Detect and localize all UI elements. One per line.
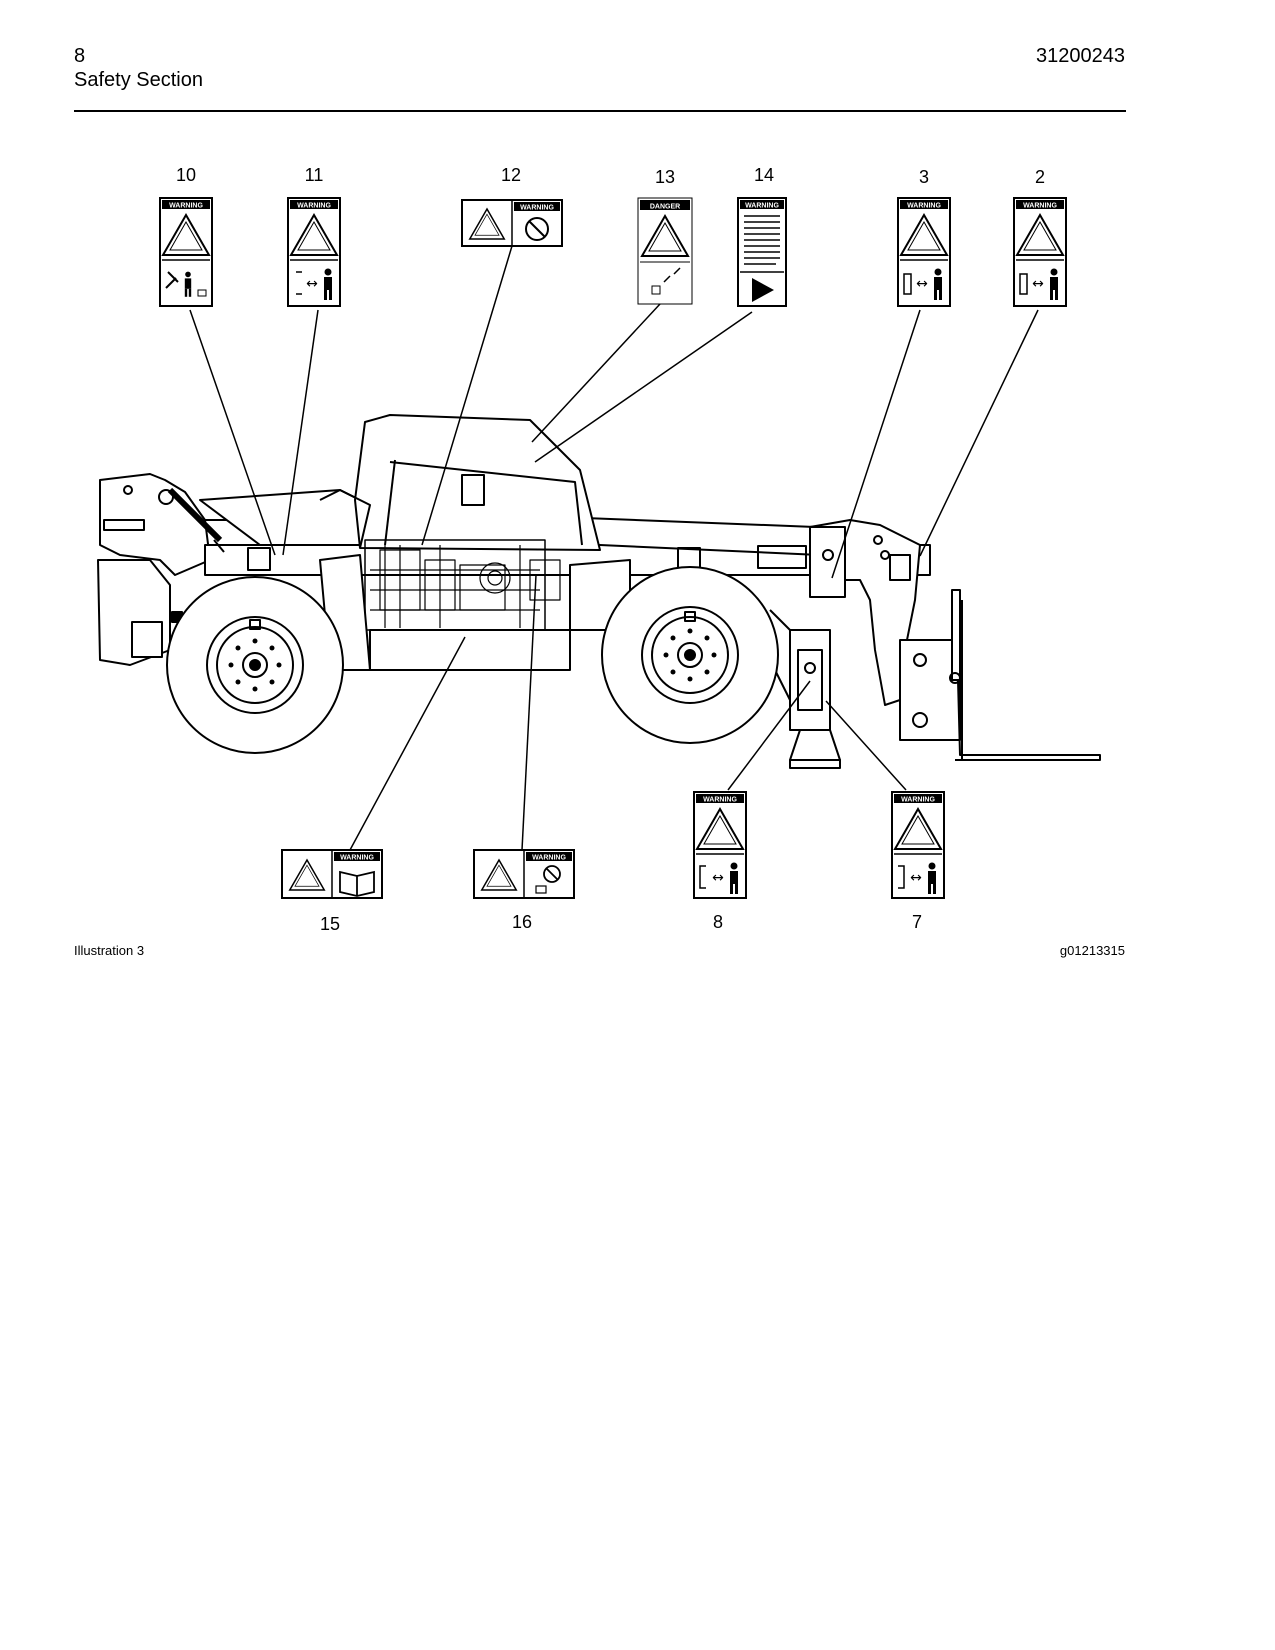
decal-8: WARNING ↔ bbox=[693, 791, 747, 899]
callout-3: 3 bbox=[919, 167, 929, 187]
graphic-id: g01213315 bbox=[1059, 943, 1125, 958]
illustration-caption: Illustration 3 bbox=[74, 943, 145, 958]
callout-numbers: 10 11 12 13 14 3 2 15 16 8 7 bbox=[176, 165, 1045, 934]
svg-text:WARNING: WARNING bbox=[340, 855, 374, 862]
arrow-icon: ↔ bbox=[712, 870, 724, 886]
decal-14: WARNING bbox=[737, 197, 787, 307]
svg-text:WARNING: WARNING bbox=[1023, 203, 1057, 210]
svg-text:WARNING: WARNING bbox=[297, 203, 331, 210]
leader-lines bbox=[189, 245, 1039, 851]
callout-15: 15 bbox=[320, 914, 340, 934]
no-open-icon bbox=[525, 217, 549, 241]
decal-2: WARNING ↔ bbox=[1013, 197, 1067, 307]
svg-text:WARNING: WARNING bbox=[745, 203, 779, 210]
arrow-icon: ↔ bbox=[306, 276, 318, 292]
decal-13: DANGER bbox=[637, 197, 693, 305]
callout-7: 7 bbox=[912, 912, 922, 932]
no-flame-icon bbox=[543, 865, 561, 883]
arrow-icon: ↔ bbox=[916, 276, 928, 292]
decal-15: WARNING bbox=[281, 849, 383, 899]
machine-illustration: 10 11 12 13 14 3 2 15 16 8 7 WARNING WAR… bbox=[97, 165, 1101, 934]
decal-11: WARNING ↔ bbox=[287, 197, 341, 307]
decal-3: WARNING ↔ bbox=[897, 197, 951, 307]
svg-text:WARNING: WARNING bbox=[532, 855, 566, 862]
manual-icon bbox=[535, 885, 547, 894]
decal-16: WARNING bbox=[473, 849, 575, 899]
callout-13: 13 bbox=[655, 167, 675, 187]
svg-text:WARNING: WARNING bbox=[703, 797, 737, 804]
callout-14: 14 bbox=[754, 165, 774, 185]
decal-12: WARNING bbox=[461, 199, 563, 247]
arrow-icon: ↔ bbox=[910, 870, 922, 886]
telehandler-drawing bbox=[97, 414, 1101, 769]
svg-text:WARNING: WARNING bbox=[907, 203, 941, 210]
manual-icon bbox=[339, 870, 375, 897]
decal-10: WARNING bbox=[159, 197, 213, 307]
arrow-icon: ↔ bbox=[1032, 276, 1044, 292]
svg-text:WARNING: WARNING bbox=[169, 203, 203, 210]
callout-2: 2 bbox=[1035, 167, 1045, 187]
callout-8: 8 bbox=[713, 912, 723, 932]
page-number: 8 bbox=[74, 45, 86, 67]
svg-text:WARNING: WARNING bbox=[520, 205, 554, 212]
play-arrow-icon bbox=[752, 278, 774, 302]
section-title: Safety Section bbox=[74, 69, 203, 91]
svg-text:WARNING: WARNING bbox=[901, 797, 935, 804]
decal-7: WARNING ↔ bbox=[891, 791, 945, 899]
callout-10: 10 bbox=[176, 165, 196, 185]
svg-text:DANGER: DANGER bbox=[650, 204, 680, 211]
callout-11: 11 bbox=[305, 165, 324, 185]
callout-12: 12 bbox=[501, 165, 521, 185]
callout-16: 16 bbox=[512, 912, 532, 932]
document-number: 31200243 bbox=[1036, 45, 1125, 67]
header-rule bbox=[74, 110, 1126, 112]
